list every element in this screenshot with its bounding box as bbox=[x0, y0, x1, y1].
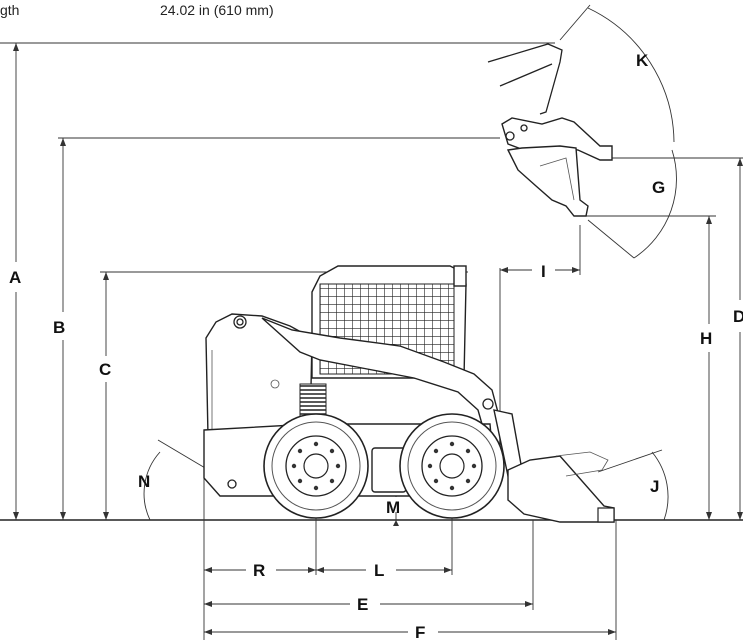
label-D: D bbox=[733, 307, 743, 326]
label-H: H bbox=[700, 329, 712, 348]
front-wheel bbox=[399, 413, 505, 519]
dimension-F: F bbox=[204, 520, 617, 642]
dimension-L: L bbox=[316, 505, 453, 580]
label-R: R bbox=[253, 561, 265, 580]
rear-wheel bbox=[263, 413, 369, 519]
label-N: N bbox=[138, 472, 150, 491]
dimension-C: C bbox=[99, 271, 468, 520]
dimension-H: H bbox=[586, 215, 716, 520]
label-E: E bbox=[357, 595, 368, 614]
dimension-G: G bbox=[587, 149, 677, 259]
dimension-B: B bbox=[53, 137, 500, 520]
label-A: A bbox=[9, 268, 21, 287]
header-left-text: gth bbox=[0, 2, 20, 18]
label-B: B bbox=[53, 318, 65, 337]
label-J: J bbox=[650, 477, 659, 496]
dimension-J: J bbox=[597, 449, 669, 521]
raised-loader-arm bbox=[487, 43, 613, 217]
label-C: C bbox=[99, 360, 111, 379]
lowered-bucket bbox=[507, 451, 615, 523]
label-L: L bbox=[374, 561, 384, 580]
header-right-text: 24.02 in (610 mm) bbox=[160, 2, 274, 18]
dimension-A: A bbox=[0, 42, 555, 520]
label-K: K bbox=[636, 51, 649, 70]
label-F: F bbox=[415, 623, 425, 642]
dimension-E: E bbox=[204, 520, 534, 614]
dimension-D: D bbox=[612, 157, 743, 520]
dimension-K: K bbox=[559, 4, 675, 143]
label-I: I bbox=[541, 262, 546, 281]
dimension-R: R bbox=[203, 448, 317, 640]
dimension-I: I bbox=[499, 225, 581, 420]
label-M: M bbox=[386, 498, 400, 517]
label-G: G bbox=[652, 178, 665, 197]
